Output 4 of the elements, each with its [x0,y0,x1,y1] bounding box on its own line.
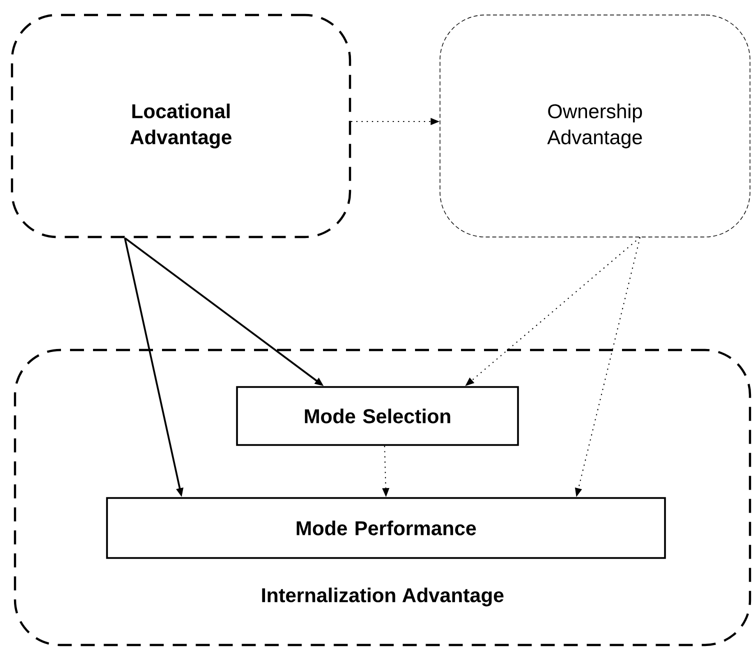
rounded-dashed-box: Ownership Advantage [440,14,750,238]
process-box: Mode Selection [236,386,519,446]
rounded-dashed-box: Locational Advantage [10,14,352,238]
process-box: Mode Performance [106,497,666,559]
